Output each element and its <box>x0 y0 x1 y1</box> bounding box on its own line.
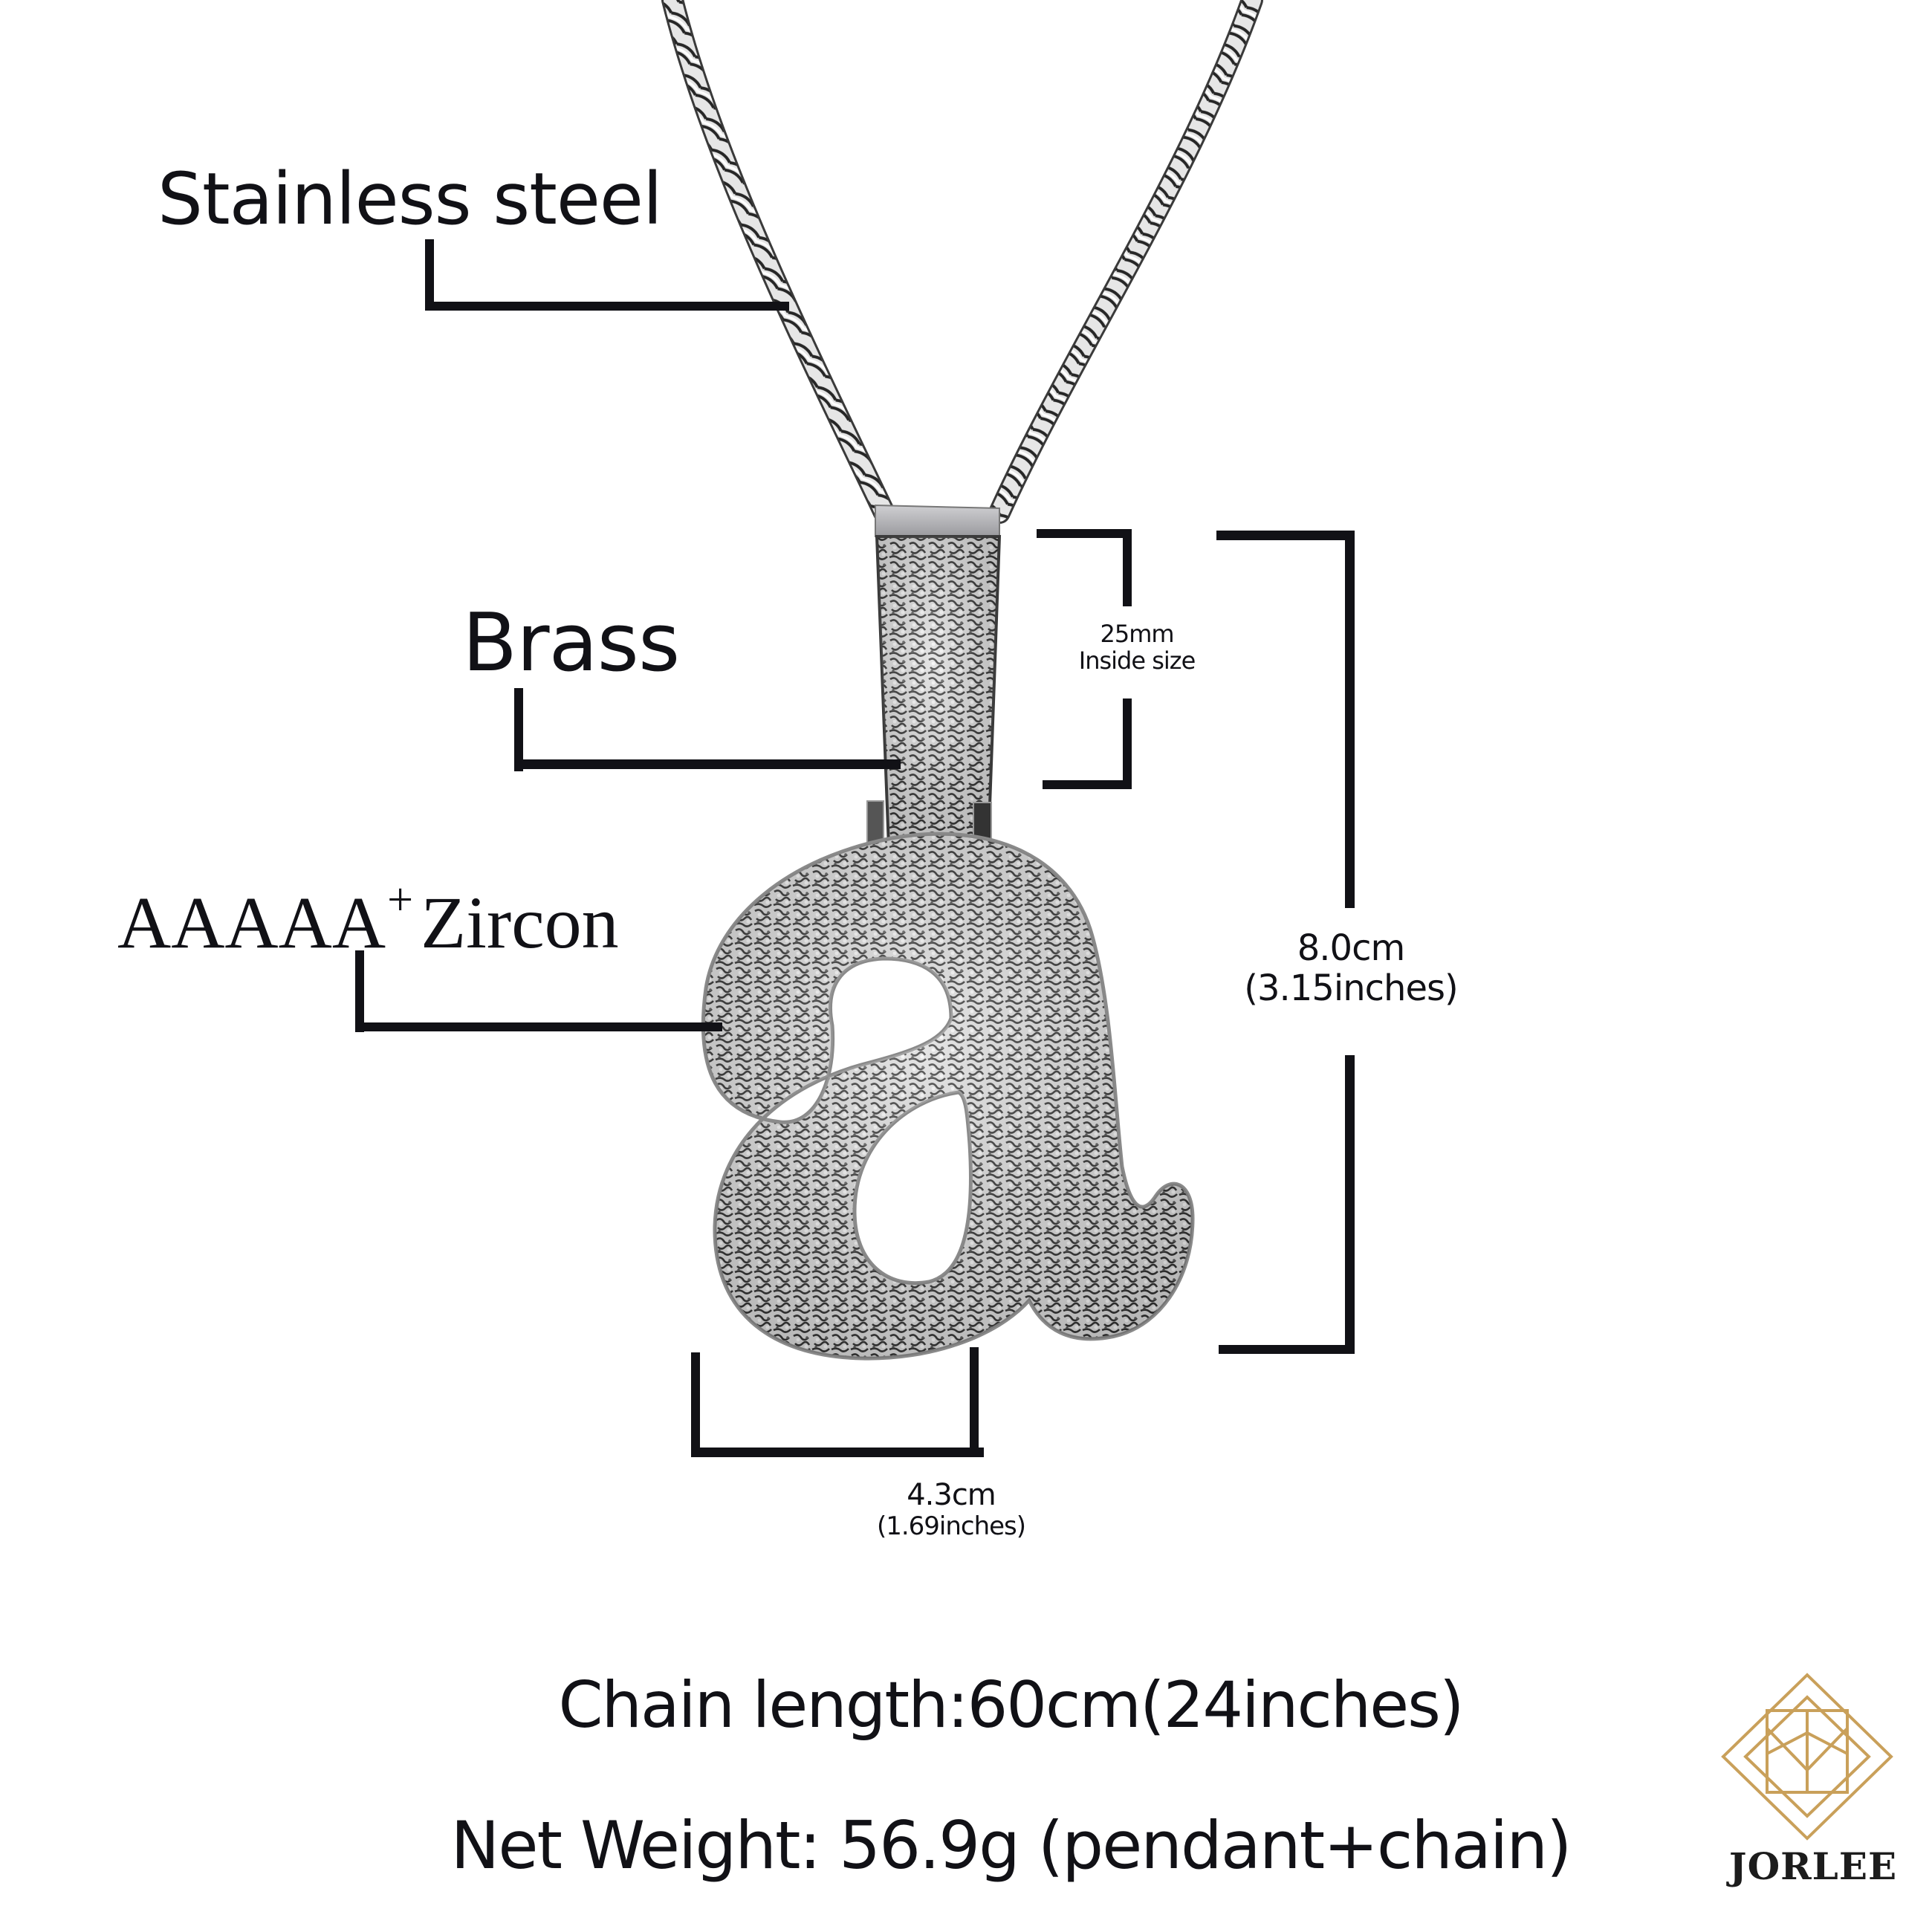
height-label: 8.0cm (3.15inches) <box>1232 927 1470 1009</box>
callout-lines <box>355 239 901 1032</box>
letter-a-pendant <box>701 832 1195 1361</box>
rope-chain <box>661 0 1263 524</box>
net-weight-spec: Net Weight: 56.9g (pendant+chain) <box>450 1807 1572 1884</box>
width-label: 4.3cm (1.69inches) <box>840 1479 1063 1540</box>
stone-label: AAAAA+Zircon <box>117 877 619 960</box>
brand-logo: JORLEE <box>1709 1672 1917 1895</box>
bail-size-note: Inside size <box>1078 646 1196 675</box>
width-bracket <box>691 1347 984 1457</box>
height-in: (3.15inches) <box>1244 967 1458 1009</box>
stone-grade-plus: + <box>387 875 414 925</box>
height-bracket <box>1216 531 1355 1354</box>
width-cm: 4.3cm <box>907 1478 996 1512</box>
height-cm: 8.0cm <box>1297 927 1405 969</box>
stone-grade: AAAAA <box>117 881 386 964</box>
bail <box>866 504 1002 849</box>
bail-size-value: 25mm <box>1100 620 1174 648</box>
bail-material-label: Brass <box>462 597 680 690</box>
chain-length-spec: Chain length:60cm(24inches) <box>558 1668 1464 1743</box>
bail-size-bracket <box>1037 529 1132 789</box>
brand-name: JORLEE <box>1728 1844 1898 1888</box>
width-in: (1.69inches) <box>876 1511 1026 1541</box>
stone-type: Zircon <box>421 881 619 964</box>
chain-material-label: Stainless steel <box>158 158 663 241</box>
bail-size-label: 25mm Inside size <box>1048 620 1226 675</box>
geometric-diamond-logo-icon <box>1721 1673 1893 1841</box>
